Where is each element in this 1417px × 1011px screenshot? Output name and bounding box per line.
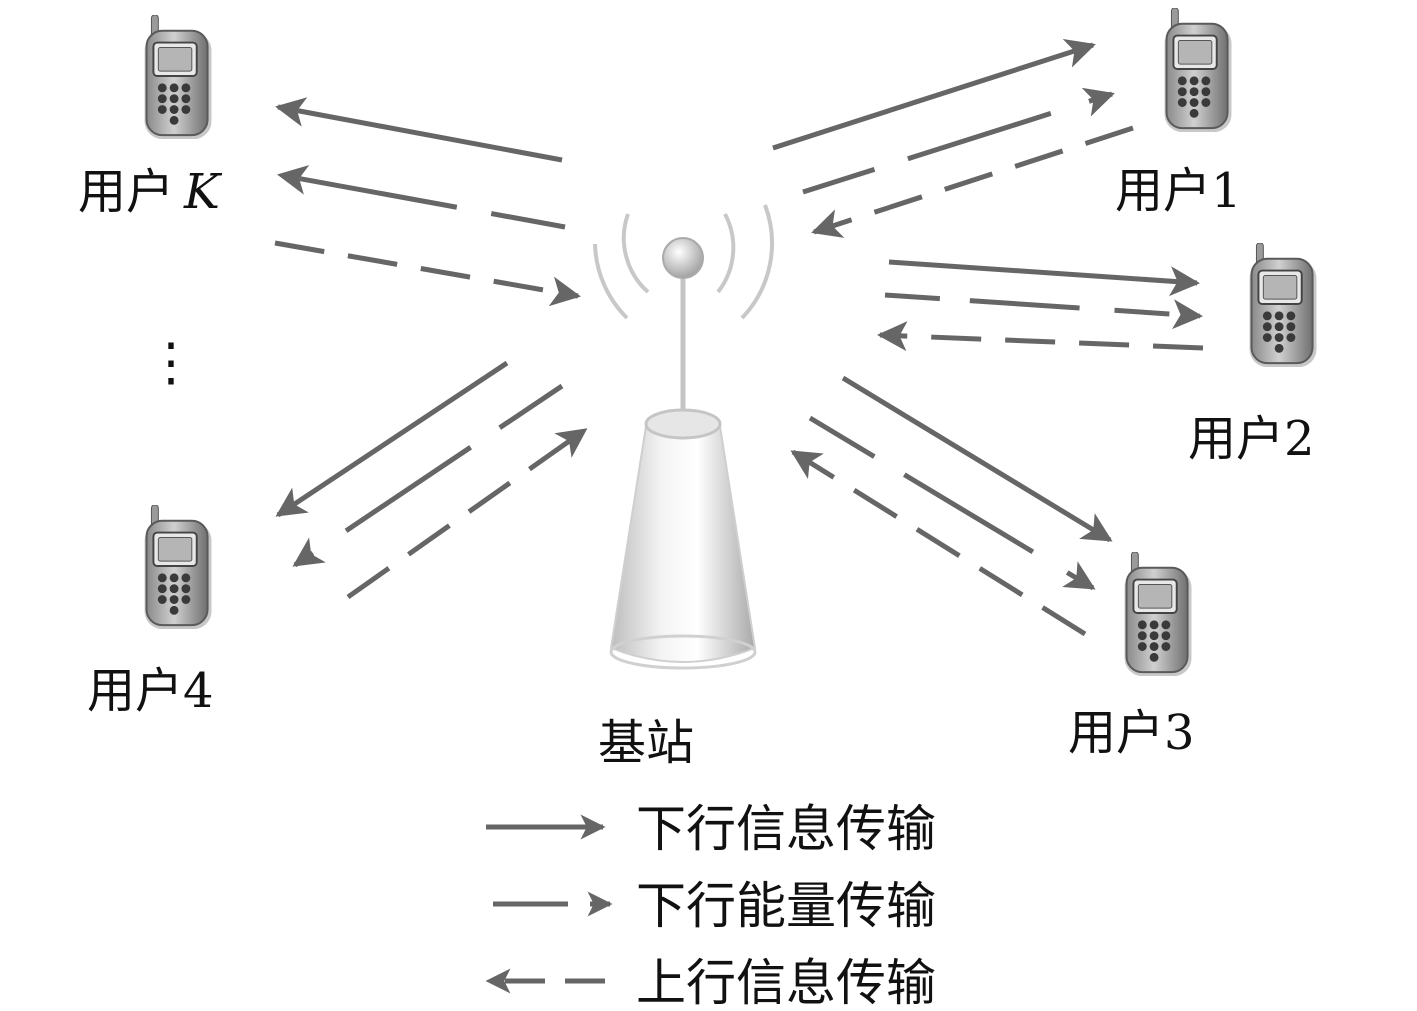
- ellipsis-vertical: ⋮: [145, 333, 197, 393]
- phone-icon-user-2: [1248, 243, 1318, 369]
- base-station-label: 基站: [598, 715, 694, 771]
- phone-icon-user-4: [143, 505, 213, 631]
- user-4-label: 用户4: [87, 663, 214, 719]
- downlink-energy-arrow-user-k: [277, 165, 566, 230]
- uplink-info-arrow-user-2: [877, 321, 1204, 352]
- user-3-label: 用户3: [1068, 705, 1195, 761]
- legend-label-uplink-info: 上行信息传输: [636, 954, 936, 1011]
- downlink-info-arrow-user-k: [275, 97, 563, 163]
- downlink-energy-arrow-user-4: [292, 383, 564, 568]
- downlink-info-arrow-user-1: [772, 38, 1096, 151]
- uplink-info-arrow-user-1: [811, 125, 1134, 238]
- uplink-info-arrow-user-k: [274, 240, 581, 307]
- legend: 下行信息传输 下行能量传输 上行信息传输: [485, 800, 936, 1011]
- phone-icon-user-3: [1123, 552, 1193, 678]
- phone-icon-user-k: [143, 15, 213, 141]
- uplink-info-arrow-user-4: [346, 427, 588, 600]
- base-station-tower-icon: [593, 204, 775, 670]
- downlink-energy-arrow-user-2: [884, 292, 1203, 330]
- downlink-info-arrow-user-3: [841, 375, 1113, 543]
- user-2-label: 用户2: [1188, 411, 1315, 467]
- downlink-energy-arrow-user-1: [802, 87, 1115, 195]
- uplink-info-arrow-user-3: [790, 449, 1087, 637]
- downlink-info-arrow-user-4: [275, 360, 509, 518]
- legend-label-downlink-energy: 下行能量传输: [636, 877, 936, 935]
- phone-icon-user-1: [1163, 8, 1233, 134]
- legend-label-downlink-info: 下行信息传输: [636, 800, 936, 858]
- transmission-arrows: [274, 38, 1204, 637]
- downlink-energy-arrow-user-3: [808, 415, 1096, 591]
- user-1-label: 用户1: [1115, 163, 1242, 219]
- downlink-info-arrow-user-2: [888, 259, 1200, 297]
